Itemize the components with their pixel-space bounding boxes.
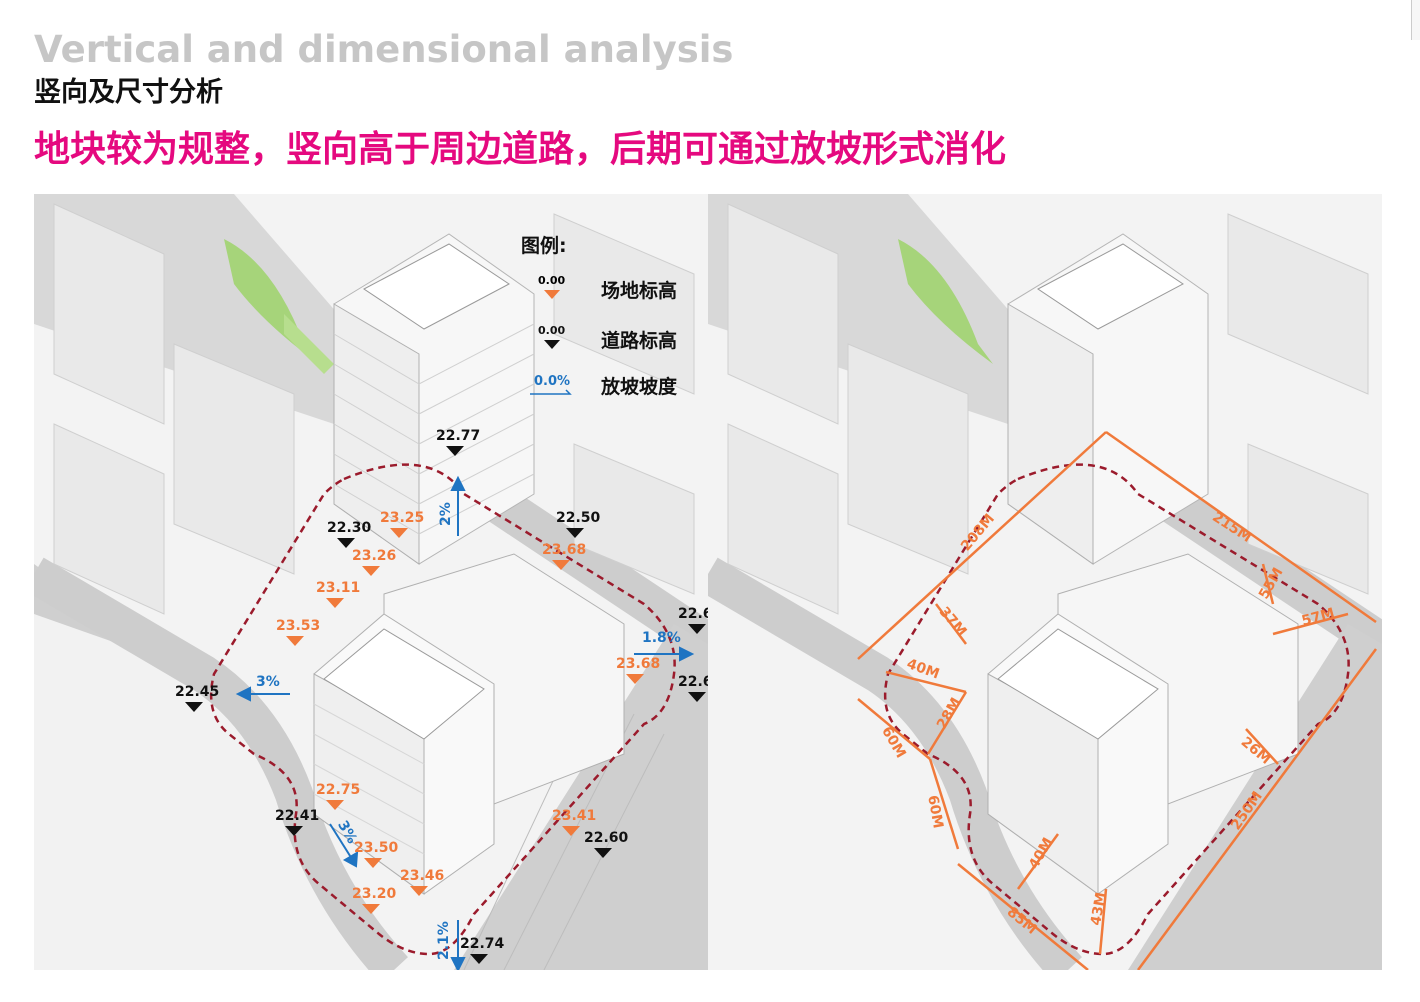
road-elevation-marker-icon <box>544 340 560 349</box>
site-elevation-label: 23.50 <box>354 840 398 868</box>
site-elevation-marker-icon <box>544 290 560 299</box>
slope-label: 1.8% <box>642 630 681 646</box>
site-elevation-marker-icon <box>362 904 380 914</box>
window-edge <box>1411 0 1420 40</box>
road-elevation-marker-icon <box>566 528 584 538</box>
site-elevation-marker-icon <box>362 566 380 576</box>
road-elevation-marker-icon <box>688 624 706 634</box>
road-elevation-label: 22.30 <box>327 520 371 548</box>
road-elevation-marker-icon <box>337 538 355 548</box>
legend-title: 图例: <box>521 235 567 257</box>
site-elevation-marker-icon <box>364 858 382 868</box>
page-title-en: Vertical and dimensional analysis <box>34 28 734 71</box>
site-elevation-marker-icon <box>326 800 344 810</box>
legend-road-sample: 0.00 <box>538 324 566 337</box>
legend-slope-label: 放坡坡度 <box>601 376 678 398</box>
site-elevation-marker-icon <box>390 528 408 538</box>
page-title-cn: 竖向及尺寸分析 <box>34 77 223 108</box>
road-elevation-label: 22.74 <box>460 936 504 964</box>
road-elevation-marker-icon <box>446 446 464 456</box>
elevation-diagram-panel: 23.25 23.26 23.11 23.53 23.68 23.68 22.75 23.50… <box>34 194 708 970</box>
road-elevation-marker-icon <box>285 826 303 836</box>
site-elevation-label: 23.25 <box>380 510 424 538</box>
site-elevation-marker-icon <box>326 598 344 608</box>
elevation-diagram <box>34 194 708 970</box>
road-elevation-marker-icon <box>185 702 203 712</box>
site-elevation-label: 23.46 <box>400 868 444 896</box>
slope-label: 2% <box>438 502 454 526</box>
site-elevation-label: 23.53 <box>276 618 320 646</box>
site-elevation-label: 23.68 <box>542 542 586 570</box>
road-elevation-label: 22.41 <box>275 808 319 836</box>
site-elevation-label: 23.41 <box>552 808 596 836</box>
site-elevation-marker-icon <box>552 560 570 570</box>
slope-label: 2.1% <box>436 921 452 960</box>
site-elevation-marker-icon <box>286 636 304 646</box>
dimension-diagram <box>708 194 1382 970</box>
slope-label: 3% <box>256 674 280 690</box>
site-elevation-label: 23.68 <box>616 656 660 684</box>
legend-road-label: 道路标高 <box>601 330 678 352</box>
road-elevation-label: 22.77 <box>436 428 480 456</box>
road-elevation-marker-icon <box>688 692 706 702</box>
headline: 地块较为规整，竖向高于周边道路，后期可通过放坡形式消化 <box>34 129 1007 170</box>
site-elevation-label: 23.20 <box>352 886 396 914</box>
legend-slope-sample: 0.0% <box>534 374 571 389</box>
site-elevation-label: 22.75 <box>316 782 360 810</box>
road-elevation-label: 22.65 <box>678 674 708 702</box>
road-elevation-label: 22.61 <box>678 606 708 634</box>
legend-site-sample: 0.00 <box>538 274 566 287</box>
road-elevation-label: 22.50 <box>556 510 600 538</box>
site-elevation-marker-icon <box>562 826 580 836</box>
legend-site-label: 场地标高 <box>601 280 678 302</box>
site-elevation-label: 23.11 <box>316 580 360 608</box>
road-elevation-label: 22.60 <box>584 830 628 858</box>
site-elevation-label: 23.26 <box>352 548 396 576</box>
road-elevation-marker-icon <box>594 848 612 858</box>
site-elevation-marker-icon <box>410 886 428 896</box>
road-elevation-label: 22.45 <box>175 684 219 712</box>
slope-arrow-icon <box>530 389 572 395</box>
road-elevation-marker-icon <box>470 954 488 964</box>
site-elevation-marker-icon <box>626 674 644 684</box>
